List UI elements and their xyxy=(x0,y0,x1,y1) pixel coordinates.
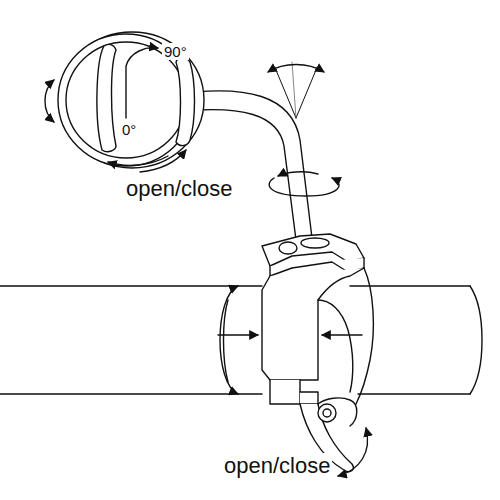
tilt-wedge xyxy=(292,62,296,118)
tilt-wedge xyxy=(276,70,316,118)
pivot xyxy=(318,404,336,422)
arm-socket xyxy=(301,238,329,248)
swivel-arrow xyxy=(269,178,339,196)
clamp-body xyxy=(356,268,373,404)
angle-label: 90° xyxy=(162,44,189,59)
action-label: open/close xyxy=(222,455,332,477)
clamp-arrow xyxy=(322,334,362,335)
handlebar-tube xyxy=(0,393,470,394)
rotation-arrow xyxy=(220,286,238,394)
rotation-arrow xyxy=(126,48,158,118)
label-text: 0° xyxy=(120,121,138,138)
open-close-arrow xyxy=(108,156,168,165)
angle-label: 0° xyxy=(120,122,138,137)
knob xyxy=(279,242,297,254)
open-close-arrow xyxy=(140,150,186,172)
open-close-arrow xyxy=(338,428,368,476)
pivot xyxy=(323,409,331,417)
clamp-body xyxy=(318,300,353,392)
swivel-arrow xyxy=(278,172,318,176)
grip-pad xyxy=(97,44,116,151)
clamp-body xyxy=(262,268,364,380)
grip-pad xyxy=(176,58,195,146)
rotation-arrow xyxy=(224,300,229,382)
cradle-disc xyxy=(58,34,194,166)
clamp-jaw xyxy=(318,398,357,426)
label-text: 90° xyxy=(162,43,189,60)
clamp-jaw xyxy=(270,380,300,404)
rotation-arrow xyxy=(45,80,54,122)
clamp-jaw xyxy=(300,392,318,404)
action-label: open/close xyxy=(124,178,234,200)
clamp-arrow xyxy=(218,334,258,335)
arm-outline xyxy=(195,91,312,238)
tilt-arrow xyxy=(268,65,324,73)
label-text: open/close xyxy=(222,453,332,478)
label-text: open/close xyxy=(124,176,234,201)
handlebar-tube xyxy=(0,285,470,286)
handlebar-end xyxy=(470,286,482,394)
